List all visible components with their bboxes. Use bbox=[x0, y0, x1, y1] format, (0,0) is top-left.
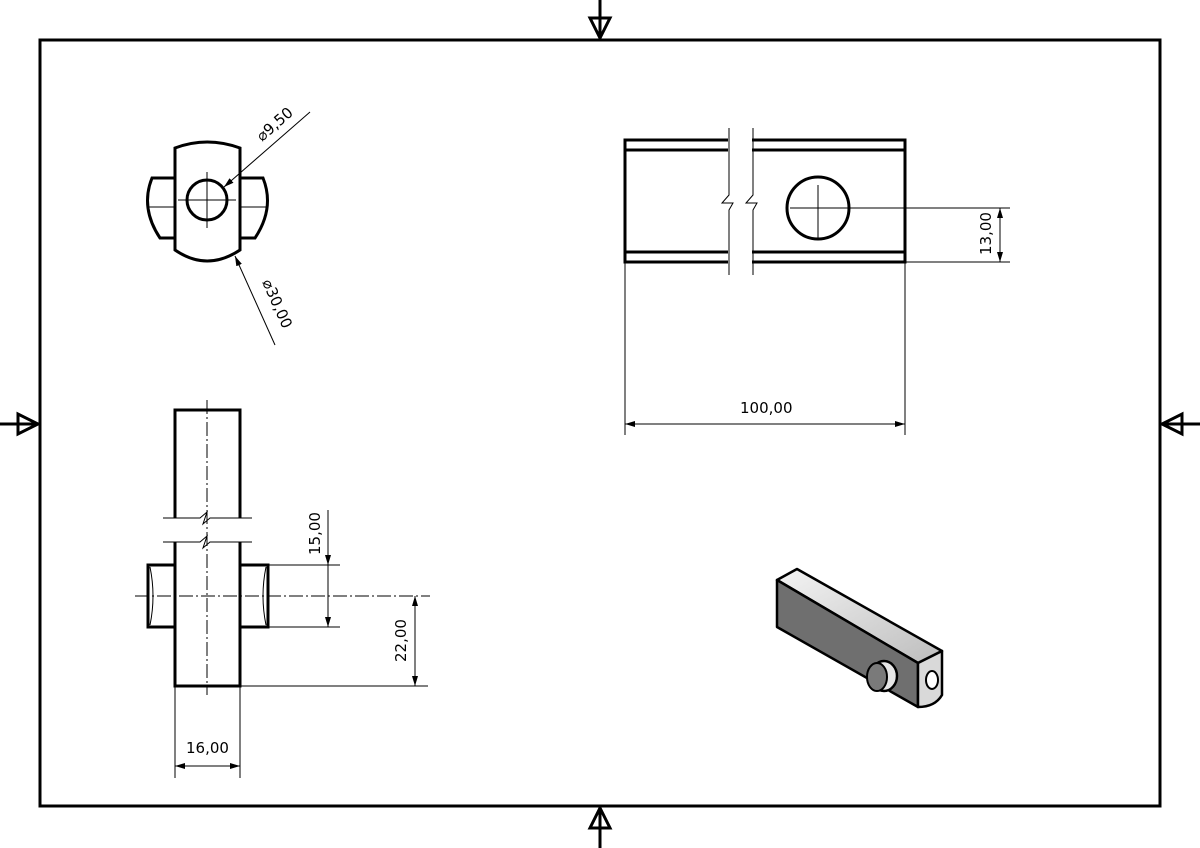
drawing-frame bbox=[38, 38, 1162, 808]
end-view: ⌀9,50 ⌀30,00 bbox=[146, 104, 311, 346]
front-view: 15,00 22,00 16,00 bbox=[135, 400, 430, 778]
length-label: 100,00 bbox=[740, 399, 793, 417]
hole-offset-label: 13,00 bbox=[977, 212, 995, 255]
side-view: 13,00 100,00 bbox=[623, 128, 1010, 435]
pin-position-label: 22,00 bbox=[392, 619, 410, 662]
hole-diameter-label: ⌀9,50 bbox=[253, 104, 297, 145]
body-width-label: 16,00 bbox=[186, 739, 229, 757]
pin-width-label: 15,00 bbox=[306, 512, 324, 555]
body-diameter-label: ⌀30,00 bbox=[258, 276, 296, 331]
isometric-view bbox=[775, 567, 944, 709]
